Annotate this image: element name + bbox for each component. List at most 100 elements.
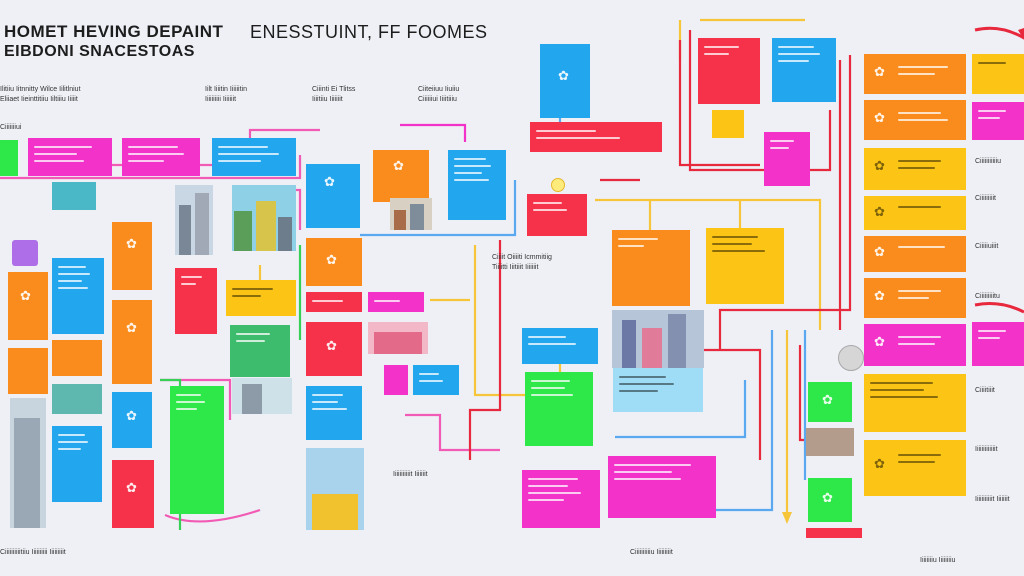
card-red-7 [698,38,760,104]
card-orange-5 [52,340,102,376]
card-teal-2 [52,384,102,414]
card-blue-7 [413,365,459,395]
wire-curve-1 [974,26,1024,40]
card-magenta-4 [384,365,408,395]
card-green-1 [0,140,18,176]
wire-magenta-6 [405,413,500,452]
card-orange-2: ✿ [8,272,48,340]
caption-12: Ciiiiiiiiiiiu [975,158,1002,165]
caption-1: Ilitiiu Iitnnitty Wilce Iilitlniut [0,86,81,93]
card-blue-4 [52,426,102,502]
card-yellow-r3 [864,374,966,432]
building-photo-2 [232,185,296,251]
card-red-3 [306,292,362,312]
card-green-3 [170,386,224,514]
card-red-4: ✿ [306,322,362,376]
caption-16: Ciiiitiiit [975,387,995,394]
card-orange-r1: ✿ [864,54,966,94]
card-red-2: ✿ [112,460,154,528]
card-magenta-1 [28,138,112,176]
wire-red-8 [690,348,762,460]
card-orange-4 [8,348,48,394]
caption-20: Ciiiiiiiiiitiiu Iiiiiiiiii Iiiiiiiiit [0,549,66,556]
card-blue-1 [212,138,296,176]
caption-17: Iiiiiiiiiiiiit [975,446,998,453]
wire-magenta-7 [164,508,261,523]
card-orange-8 [612,230,690,306]
factory-icon-tile [12,240,38,266]
caption-18: Iiiiiiiiiiit Iiiiiiit [975,496,1010,503]
wire-red-3 [718,55,852,350]
card-green-4 [525,372,593,446]
card-blue-9: ✿ [540,44,590,118]
card-blue-6 [448,150,506,220]
card-red-1 [175,268,217,334]
caption-14: Ciiiiiuiiit [975,243,999,250]
lightbulb-icon [551,178,565,192]
coin-icon [838,345,864,371]
card-blue-12 [613,368,703,412]
caption-4: Iiiiiiiiii Iiiiiiit [205,96,237,103]
card-yellow-1 [226,280,296,316]
card-yellow-r4: ✿ [864,440,966,496]
wire-blue-1 [360,180,517,237]
caption-19: Iiiiiiiiiiit Iiiiiiit [393,471,428,478]
card-magenta-r2 [972,102,1024,140]
card-magenta-3 [368,292,424,312]
caption-21: Ciiiiiiiiiiu Iiiiiiiiit [630,549,673,556]
card-magenta-7 [764,132,810,186]
card-blue-5: ✿ [306,164,360,228]
caption-6: Iiiitiiu Iiiiiiit [312,96,343,103]
factory-photo-1 [390,198,432,230]
card-red-5 [530,122,662,152]
wire-yellow-2 [595,198,822,330]
wire-red-5 [468,240,502,460]
card-yellow-r5 [972,54,1024,94]
card-blue-3: ✿ [112,392,152,448]
card-orange-7: ✿ [306,238,362,286]
page-title: HOMET HEVING DEPAINT [4,22,224,41]
card-orange-r4: ✿ [864,278,966,318]
caption-10: Tiiiitti Iiitiiit Iiiiiiit [492,264,539,271]
building-photo-1 [175,185,213,255]
wire-magenta-1 [0,155,302,180]
caption-3: Iilt Iiiitin Iiiiiitin [205,86,248,93]
card-blue-11 [772,38,836,102]
card-magenta-2 [122,138,200,176]
card-blue-2 [52,258,104,334]
card-green-5: ✿ [808,382,852,422]
card-yellow-2 [712,110,744,138]
arrow-down-icon [782,512,792,524]
building-photo-5 [368,322,428,354]
card-blue-10 [522,328,598,364]
card-magenta-6 [608,456,716,518]
card-orange-1: ✿ [112,222,152,290]
page-subtitle: EIBDONI SNACESTOAS [4,43,195,60]
wire-curve-2 [974,302,1024,314]
card-red-bar [806,528,862,538]
card-orange-3: ✿ [112,300,152,384]
card-orange-6: ✿ [373,150,429,202]
caption-13: Ciiiiiiiiit [975,195,996,202]
caption-5: Ciiinti Ei Tlitss [312,86,356,93]
card-teal-small [52,182,96,210]
card-yellow-r1: ✿ [864,148,966,190]
card-yellow-3 [706,228,784,304]
wire-magenta-5 [160,378,232,420]
card-yellow-r2: ✿ [864,196,966,230]
card-taupe [806,428,854,456]
card-green-6: ✿ [808,478,852,522]
wire-red-1 [678,40,760,167]
caption-2: Eliiaet Iieinttitiiu Iiltiiiu Iiiiit [0,96,78,103]
caption-7: Ciiteiiuu Iiuiiu [418,86,460,93]
house-photo [306,448,364,530]
card-magenta-5 [522,470,600,528]
wire-blue-3 [715,330,774,512]
building-photo-4 [10,398,46,528]
caption-9: Ciiiit Oiiiiti Icmmitiig [492,254,552,261]
caption-8: Ciiiiiiui Iiiitiiiu [418,96,457,103]
card-magenta-r1: ✿ [864,324,966,366]
wire-magenta-4 [400,123,467,142]
